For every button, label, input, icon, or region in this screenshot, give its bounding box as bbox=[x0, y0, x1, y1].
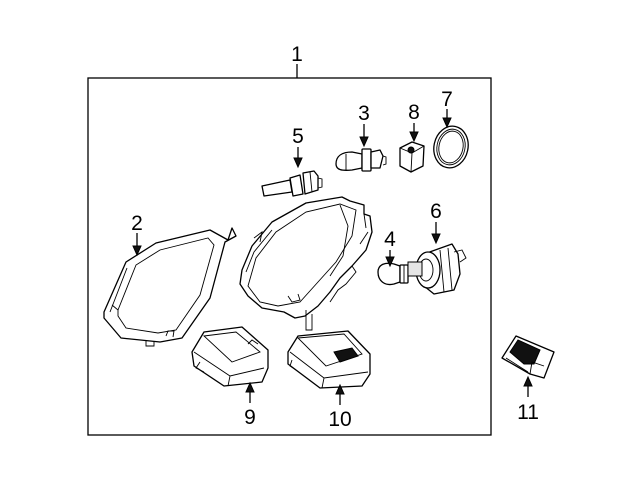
callout-11: 11 bbox=[517, 401, 539, 424]
part-headlamp-housing bbox=[239, 196, 373, 331]
part-control-module-9 bbox=[191, 326, 269, 387]
arrowhead-3 bbox=[359, 136, 369, 148]
arrowhead-6 bbox=[431, 233, 441, 245]
part-socket-6 bbox=[407, 243, 467, 295]
callout-4: 4 bbox=[384, 228, 396, 251]
assembly-frame bbox=[87, 77, 492, 436]
callout-5: 5 bbox=[292, 125, 304, 148]
arrowhead-7 bbox=[442, 117, 452, 129]
callout-1: 1 bbox=[291, 43, 303, 66]
arrowhead-10 bbox=[335, 383, 345, 395]
callout-6: 6 bbox=[430, 200, 442, 223]
callout-9: 9 bbox=[244, 406, 256, 429]
callout-3: 3 bbox=[358, 102, 370, 125]
arrowhead-8 bbox=[409, 131, 419, 143]
arrowhead-5 bbox=[293, 157, 303, 169]
part-seal-ring-7 bbox=[433, 125, 469, 169]
part-bulb-3 bbox=[335, 148, 387, 172]
part-connector-11 bbox=[501, 335, 555, 379]
part-bulb-5 bbox=[261, 170, 323, 197]
part-lens-bezel bbox=[103, 227, 237, 347]
part-bulb-4 bbox=[377, 262, 409, 286]
part-control-module-10 bbox=[287, 330, 371, 389]
callout-7: 7 bbox=[441, 88, 453, 111]
arrowhead-4 bbox=[385, 256, 395, 268]
arrowhead-9 bbox=[245, 381, 255, 393]
callout-8: 8 bbox=[408, 101, 420, 124]
callout-10: 10 bbox=[328, 408, 351, 431]
arrowhead-11 bbox=[523, 375, 533, 387]
part-clip-8 bbox=[399, 141, 425, 173]
callout-2: 2 bbox=[131, 212, 143, 235]
arrowhead-2 bbox=[132, 245, 142, 257]
